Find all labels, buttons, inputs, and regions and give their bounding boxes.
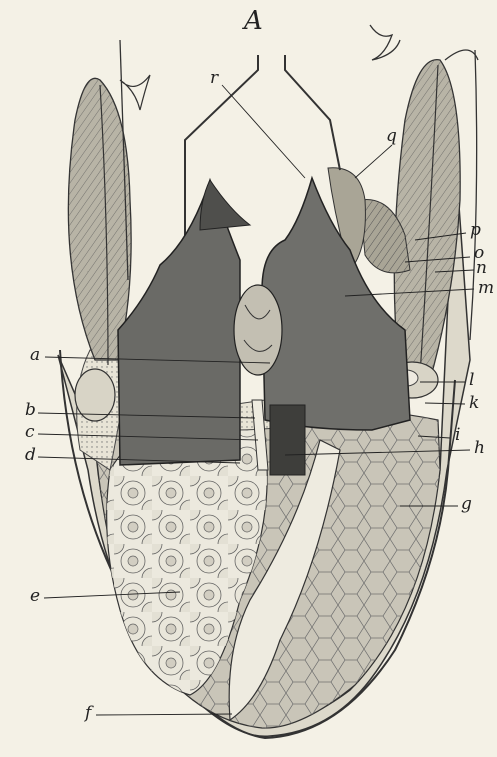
label-c: c <box>25 424 35 441</box>
label-e: e <box>30 588 40 605</box>
label-i: i <box>455 427 460 444</box>
label-n: n <box>476 260 487 277</box>
label-q: q <box>386 128 397 145</box>
label-h: h <box>474 440 485 457</box>
label-m: m <box>478 280 494 297</box>
label-r: r <box>210 70 218 87</box>
label-b: b <box>25 402 36 419</box>
dark-block <box>270 405 305 475</box>
label-g: g <box>461 496 472 513</box>
central-cavity <box>234 285 282 375</box>
left-feather-gill <box>68 78 131 365</box>
figure-title: A <box>244 6 263 36</box>
label-a: a <box>30 347 40 364</box>
label-d: d <box>25 447 36 464</box>
label-k: k <box>469 395 479 412</box>
label-l: l <box>469 372 474 389</box>
label-p: p <box>470 222 481 239</box>
label-f: f <box>85 705 91 722</box>
